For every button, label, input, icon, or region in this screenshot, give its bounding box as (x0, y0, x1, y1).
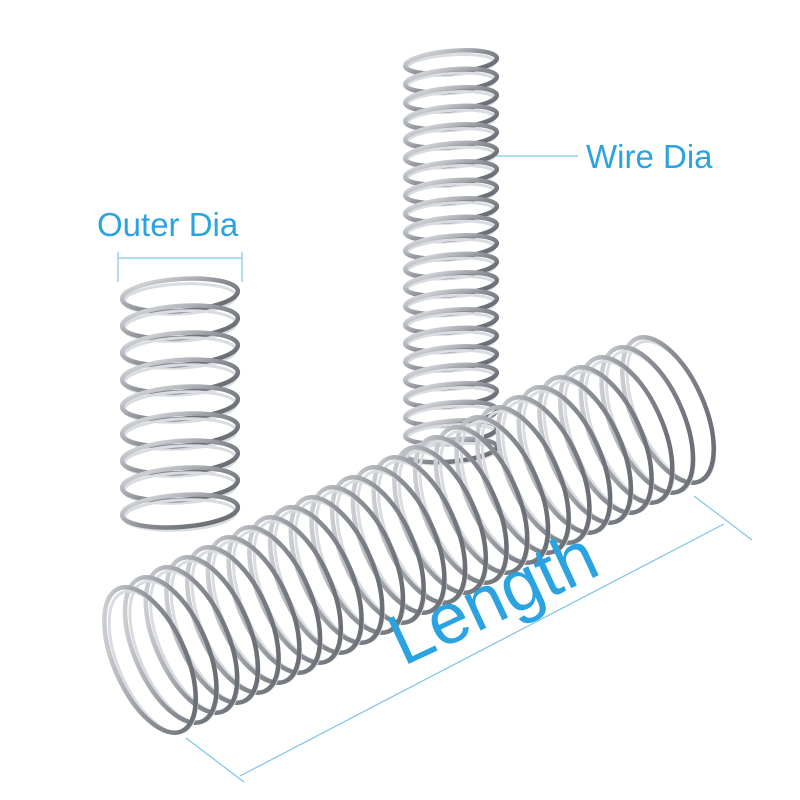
coil (433, 425, 530, 575)
coil (578, 355, 675, 505)
long-spring (102, 335, 717, 735)
coil (119, 492, 241, 530)
coil (495, 395, 592, 545)
coil (184, 545, 281, 695)
length-guide-tick-right (693, 495, 753, 541)
tall-spring (402, 48, 500, 466)
outer-dia-label: Outer Dia (97, 206, 239, 243)
coil (620, 335, 716, 485)
coil (350, 465, 447, 615)
coil (329, 475, 426, 625)
coil (122, 575, 219, 725)
coil (392, 445, 489, 595)
coil (371, 455, 468, 605)
length-guide-tick-left (185, 737, 245, 783)
coil (309, 485, 406, 635)
coil (205, 535, 302, 685)
dimension-guides (117, 155, 753, 783)
coil (143, 565, 240, 715)
coil (557, 365, 654, 515)
coil (247, 515, 343, 665)
coil (516, 385, 613, 535)
coil (599, 345, 696, 495)
wire-dia-label: Wire Dia (586, 138, 713, 175)
coil (288, 495, 385, 645)
short-spring (119, 276, 241, 532)
coil (102, 585, 198, 735)
length-guide-line (239, 523, 725, 777)
coil (226, 525, 323, 675)
coil (475, 405, 571, 555)
coil (267, 505, 364, 655)
coil (454, 415, 551, 565)
coil (537, 375, 634, 525)
coil (164, 555, 261, 705)
coil (412, 435, 509, 585)
